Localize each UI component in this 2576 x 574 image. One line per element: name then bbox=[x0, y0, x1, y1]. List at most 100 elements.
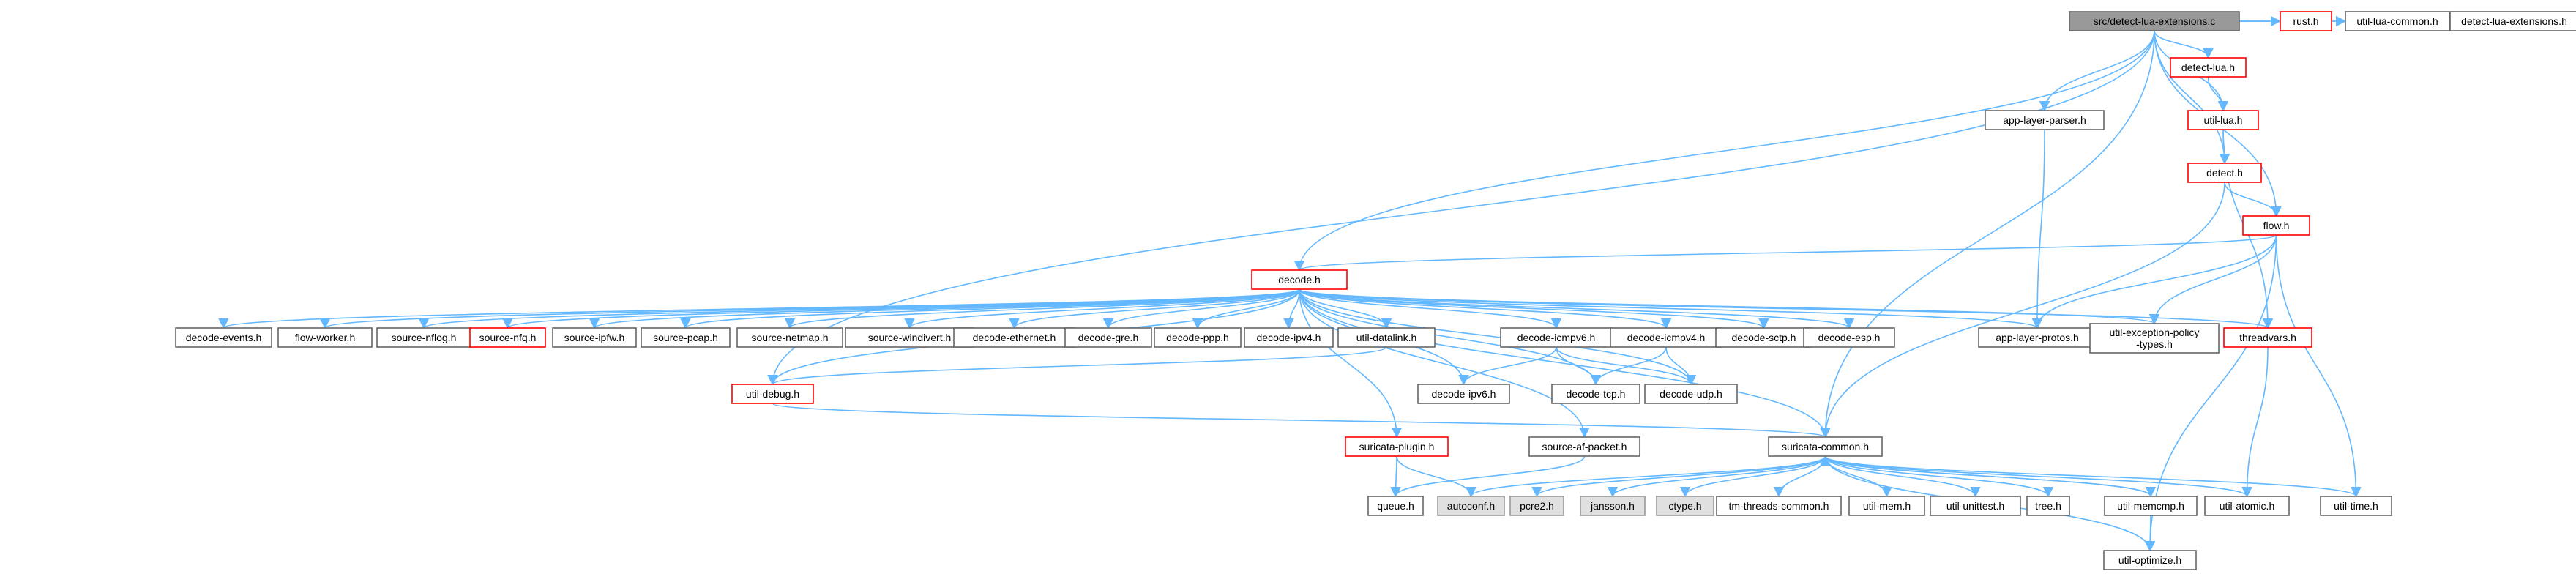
node-util-unittest[interactable]: util-unittest.h bbox=[1930, 496, 2021, 516]
edge-decode-to-decode_ethernet bbox=[1009, 288, 1300, 329]
node-tree[interactable]: tree.h bbox=[2026, 496, 2070, 516]
node-detect-lua[interactable]: detect-lua.h bbox=[2170, 57, 2247, 78]
node-detect-lua-ext[interactable]: detect-lua-extensions.h bbox=[2449, 11, 2576, 31]
edge-root-to-suricata_common bbox=[1820, 30, 2155, 439]
node-box bbox=[1768, 436, 1883, 457]
node-util-optimize[interactable]: util-optimize.h bbox=[2103, 550, 2197, 570]
node-util-datalink[interactable]: util-datalink.h bbox=[1337, 327, 1436, 348]
node-box bbox=[953, 327, 1075, 348]
node-label: tm-threads-common.h bbox=[1729, 500, 1829, 512]
edge-root-to-util_debug bbox=[767, 30, 2155, 386]
node-label: detect.h bbox=[2206, 167, 2243, 179]
node-label: util-debug.h bbox=[746, 388, 799, 400]
node-label: util-optimize.h bbox=[2118, 554, 2181, 566]
node-util-lua[interactable]: util-lua.h bbox=[2187, 110, 2259, 130]
node-box bbox=[1715, 327, 1812, 348]
node-decode-tcp[interactable]: decode-tcp.h bbox=[1551, 384, 1640, 404]
edge-flow-to-app_layer_protos bbox=[2031, 234, 2277, 329]
node-label: src/detect-lua-extensions.c bbox=[2094, 15, 2216, 27]
node-decode[interactable]: decode.h bbox=[1251, 269, 1348, 290]
node-decode-ppp[interactable]: decode-ppp.h bbox=[1154, 327, 1242, 348]
node-label: queue.h bbox=[1377, 500, 1414, 512]
node-label: util-datalink.h bbox=[1356, 332, 1417, 343]
node-jansson[interactable]: jansson.h bbox=[1580, 496, 1646, 516]
node-decode-icmpv4[interactable]: decode-icmpv4.h bbox=[1610, 327, 1722, 348]
node-root[interactable]: src/detect-lua-extensions.c bbox=[2069, 11, 2240, 31]
node-decode-icmpv6[interactable]: decode-icmpv6.h bbox=[1500, 327, 1613, 348]
edge-layer bbox=[219, 15, 2452, 552]
node-rust[interactable]: rust.h bbox=[2280, 11, 2332, 31]
node-box bbox=[2170, 57, 2247, 78]
node-app-layer-parser[interactable]: app-layer-parser.h bbox=[1985, 110, 2105, 130]
node-box bbox=[469, 327, 546, 348]
node-util-memcmp[interactable]: util-memcmp.h bbox=[2104, 496, 2198, 516]
node-box bbox=[1337, 327, 1436, 348]
node-label: app-layer-parser.h bbox=[2003, 114, 2086, 126]
node-ctype[interactable]: ctype.h bbox=[1656, 496, 1714, 516]
node-source-netmap[interactable]: source-netmap.h bbox=[736, 327, 843, 348]
node-threadvars[interactable]: threadvars.h bbox=[2223, 327, 2312, 348]
node-util-exception[interactable]: util-exception-policy-types.h bbox=[2089, 323, 2220, 354]
node-pcre2[interactable]: pcre2.h bbox=[1509, 496, 1564, 516]
node-label: source-netmap.h bbox=[751, 332, 828, 343]
node-queue[interactable]: queue.h bbox=[1367, 496, 1424, 516]
edge-decode-to-source_af_packet bbox=[1299, 288, 1590, 439]
node-util-atomic[interactable]: util-atomic.h bbox=[2204, 496, 2290, 516]
edge-decode-to-decode_icmpv6 bbox=[1299, 288, 1562, 329]
node-source-ipfw[interactable]: source-ipfw.h bbox=[552, 327, 637, 348]
edge-decode-to-decode_udp bbox=[1299, 288, 1697, 386]
node-box bbox=[1064, 327, 1152, 348]
node-label: rust.h bbox=[2293, 15, 2318, 27]
node-decode-ethernet[interactable]: decode-ethernet.h bbox=[953, 327, 1075, 348]
node-box bbox=[2242, 215, 2310, 236]
node-label: autoconf.h bbox=[1447, 500, 1495, 512]
node-source-windivert[interactable]: source-windivert.h bbox=[845, 327, 974, 348]
node-decode-gre[interactable]: decode-gre.h bbox=[1064, 327, 1152, 348]
node-label: decode.h bbox=[1278, 274, 1321, 286]
node-source-nflog[interactable]: source-nflog.h bbox=[376, 327, 471, 348]
edge-suricata_common-to-autoconf bbox=[1466, 455, 1826, 498]
node-util-lua-common[interactable]: util-lua-common.h bbox=[2345, 11, 2450, 31]
node-decode-ipv4[interactable]: decode-ipv4.h bbox=[1244, 327, 1334, 348]
node-tm-threads-common[interactable]: tm-threads-common.h bbox=[1716, 496, 1842, 516]
node-autoconf[interactable]: autoconf.h bbox=[1437, 496, 1505, 516]
node-decode-udp[interactable]: decode-udp.h bbox=[1644, 384, 1738, 404]
node-label: decode-esp.h bbox=[1818, 332, 1881, 343]
node-flow-worker[interactable]: flow-worker.h bbox=[277, 327, 373, 348]
node-label: detect-lua-extensions.h bbox=[2461, 15, 2567, 27]
node-label: flow.h bbox=[2263, 220, 2290, 231]
edge-root-to-detect_lua bbox=[2154, 30, 2214, 59]
edge-suricata_common-to-util_unittest bbox=[1824, 455, 1981, 498]
node-source-pcap[interactable]: source-pcap.h bbox=[641, 327, 731, 348]
edge-util_memcmp-to-suricata_common bbox=[1820, 455, 2151, 497]
node-util-mem[interactable]: util-mem.h bbox=[1848, 496, 1925, 516]
node-util-debug[interactable]: util-debug.h bbox=[731, 384, 814, 404]
node-util-time[interactable]: util-time.h bbox=[2320, 496, 2392, 516]
edge-decode-to-source_nflog bbox=[419, 288, 1300, 329]
node-suricata-plugin[interactable]: suricata-plugin.h bbox=[1345, 436, 1449, 457]
node-suricata-common[interactable]: suricata-common.h bbox=[1768, 436, 1883, 457]
node-decode-esp[interactable]: decode-esp.h bbox=[1803, 327, 1895, 348]
node-label: util-exception-policy bbox=[2110, 327, 2200, 338]
node-decode-sctp[interactable]: decode-sctp.h bbox=[1715, 327, 1812, 348]
node-source-nfq[interactable]: source-nfq.h bbox=[469, 327, 546, 348]
node-box bbox=[2103, 550, 2197, 570]
node-source-af-packet[interactable]: source-af-packet.h bbox=[1528, 436, 1640, 457]
edge-suricata_common-to-jansson bbox=[1607, 455, 1826, 498]
node-label: decode-ethernet.h bbox=[973, 332, 1056, 343]
node-flow[interactable]: flow.h bbox=[2242, 215, 2310, 236]
node-box bbox=[2069, 11, 2240, 31]
node-detect[interactable]: detect.h bbox=[2187, 163, 2262, 183]
node-decode-ipv6[interactable]: decode-ipv6.h bbox=[1417, 384, 1510, 404]
node-label: util-unittest.h bbox=[1946, 500, 2004, 512]
node-label: suricata-plugin.h bbox=[1359, 441, 1435, 452]
node-app-layer-protos[interactable]: app-layer-protos.h bbox=[1978, 327, 2097, 348]
edge-decode-to-source_windivert bbox=[904, 288, 1300, 329]
edge-app_layer_parser-to-app_layer_protos bbox=[2031, 129, 2045, 329]
edge-source_af_packet-to-queue bbox=[1390, 455, 1586, 498]
node-decode-events[interactable]: decode-events.h bbox=[175, 327, 272, 348]
edge-suricata_common-to-tree bbox=[1824, 455, 2054, 498]
edge-suricata_plugin-to-queue bbox=[1390, 455, 1401, 498]
node-box bbox=[1580, 496, 1646, 516]
